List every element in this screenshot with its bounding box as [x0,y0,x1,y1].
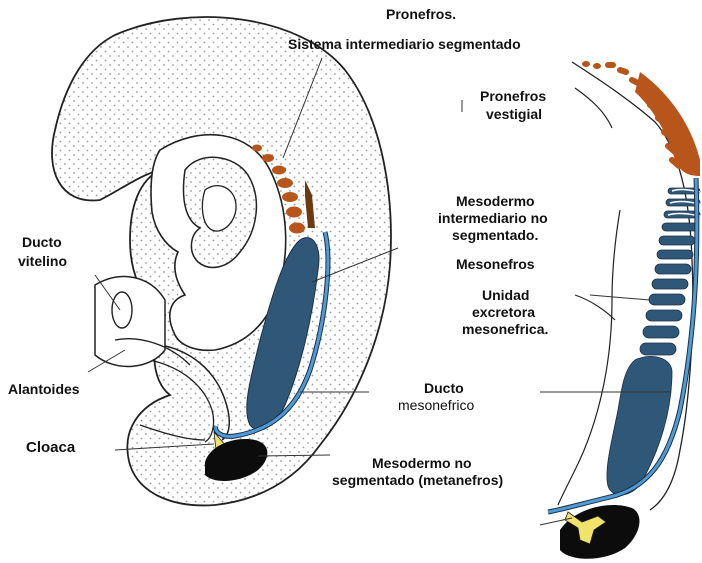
pronephros-dot [593,63,601,69]
leader-unidad-right [590,295,650,300]
mesonephros-right-mass [607,356,672,494]
label-alantoides: Alantoides [8,381,80,398]
mesonephric-unit [646,310,682,321]
mesonephric-unit [659,236,695,245]
mesonephric-units-right [607,188,700,495]
label-ducto-vitelino-2: vitelino [18,253,67,270]
label-sistema-intermediario: Sistema intermediario segmentado [288,36,521,53]
mesonephric-unit [640,343,676,355]
pronephros-dot [582,61,590,67]
label-unidad-1: Unidad [482,287,529,304]
mesonephric-unit [649,294,685,305]
mesonephric-unit [655,264,691,274]
pronephros-segment [289,223,305,234]
label-mesodermo-int-3: segmentado. [452,227,538,244]
label-mesodermo-no-seg-1: Mesodermo no [372,455,472,472]
metanephros-right [560,505,639,559]
label-ducto-vitelino-1: Ducto [22,234,62,251]
right-structure [548,61,700,559]
label-pronefros-vestigial-1: Pronefros [480,88,546,105]
label-pronefros-vestigial-2: vestigial [486,106,542,123]
label-ducto-meso-1: Ducto [424,380,464,397]
label-cloaca: Cloaca [26,439,75,456]
label-mesodermo-int-2: intermediario no [438,210,548,227]
pronephros-segment [282,192,298,202]
mesonephric-unit [662,223,698,231]
label-unidad-2: excretora [472,304,535,321]
pronephros-segment [286,207,302,218]
pronephros-segment [262,154,274,162]
yolk-stalk-opening [112,292,132,328]
pronephros-segment [272,166,286,175]
label-ducto-meso-2: mesonefrico [398,397,474,414]
mesonephric-unit [657,250,693,259]
label-pronefros: Pronefros. [386,6,456,23]
right-outline-left [575,295,615,320]
label-mesonefros: Mesonefros [456,256,535,273]
label-mesodermo-no-seg-2: segmentado (metanefros) [332,472,503,489]
label-unidad-3: mesonefrica. [462,321,548,338]
mesonephric-unit [652,279,688,289]
pronephros-vestigial-tubules [582,61,700,176]
mesonephric-unit [643,326,679,338]
label-mesodermo-int-1: Mesodermo [456,193,535,210]
pronephros-segment [277,178,293,188]
pronephros-segment [252,145,262,152]
left-embryo [52,17,391,505]
